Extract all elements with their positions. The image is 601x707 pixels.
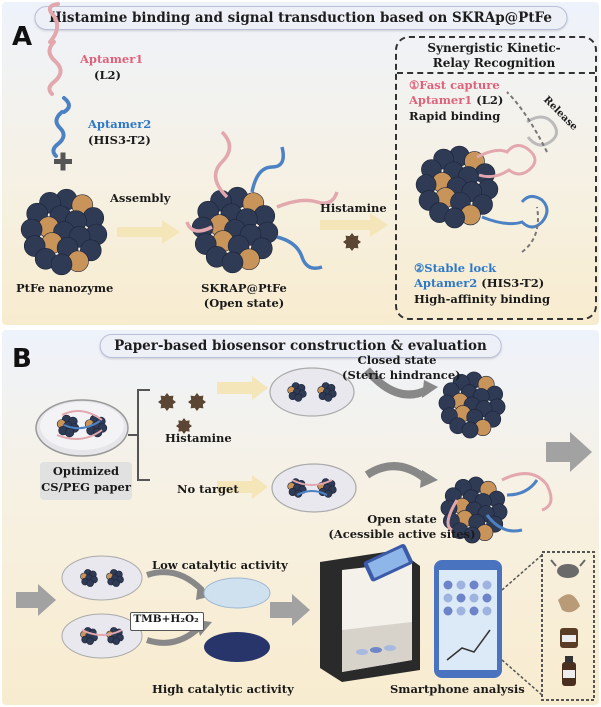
box-title-1: Synergistic Kinetic- [427,41,561,55]
paper-label-2: CS/PEG paper [41,480,131,494]
box-title-2: Relay Recognition [432,56,556,70]
skrap-strand-1 [213,130,232,199]
panel-b-title: Paper-based biosensor construction & eva… [99,334,502,358]
stable-aptamer-name: Aptamer2 [414,276,478,290]
paper-label-1: Optimized [52,464,120,478]
aptamer1-name: Aptamer1 [80,52,144,66]
accessible-label: (Acessible active sites) [328,527,476,541]
plus-icon [54,152,72,171]
panel-b-graphics [16,367,595,701]
no-target-track-arrow [217,475,268,499]
shrimp-icon [558,594,580,613]
branch-bracket [128,389,150,481]
closed-curve-arrow [363,367,429,399]
smartphone-icon [434,560,502,678]
histamine-icon [343,233,361,251]
high-activity-disk [204,632,270,662]
release-arrow [506,91,548,153]
fast-aptamer-code: (L2) [476,93,504,107]
fast-capture-label: ①Fast capture [409,78,500,92]
aptamer2-code: (HIS3-T2) [88,133,151,147]
sample-box [541,551,595,701]
recognition-divider [397,72,595,74]
closed-paper-disk [269,367,355,417]
panel-a-graphics [20,2,558,276]
skrap-strand-4 [276,235,323,270]
panel-b-letter: B [12,344,32,374]
aptamer2-hairpin [481,195,549,229]
open-paper-disk [271,463,357,513]
recognition-box [395,36,597,320]
phone-on-box-icon [363,544,413,582]
assembly-arrow [117,220,180,244]
panel-a: A Histamine binding and signal transduct… [2,2,599,325]
tmb-label: TMB+H₂O₂ [133,613,199,625]
panel-b: B Paper-based biosensor construction & e… [2,330,599,705]
skrap-label: SKRAP@PtFe [201,281,287,295]
high-affinity-label: High-affinity binding [414,292,550,306]
release-hairpin [526,115,558,147]
paper-label-box [40,462,132,500]
rapid-binding-label: Rapid binding [409,109,501,123]
skrap-strand-2 [250,146,285,193]
assembly-label: Assembly [110,191,171,205]
stable-arrow [521,206,539,253]
open-curve-arrow [364,462,430,484]
high-activity-label: High catalytic activity [152,682,294,696]
low-activity-label: Low catalytic activity [152,558,288,572]
to-box-arrow [270,594,310,626]
low-activity-disk [203,577,271,609]
histamine-track-arrow [217,376,268,400]
aptamer1-strand [47,2,63,96]
stable-lock-label: ②Stable lock [414,261,497,275]
crab-icon [550,559,586,578]
input-arrow [16,584,56,616]
histamine-label: Histamine [320,201,387,215]
open-state-label: Open state [367,512,437,526]
smartphone-analysis-label: Smartphone analysis [390,682,525,696]
bound-nanozyme-icon [415,145,499,229]
aptamer2-name: Aptamer2 [88,117,152,131]
closed-state-label: Closed state [357,353,437,367]
stable-aptamer-code: (HIS3-T2) [481,276,545,290]
ptfe-label: PtFe nanozyme [16,281,114,295]
shrimp-paste-jar-icon [560,628,578,648]
no-target-label: No target [177,482,239,496]
skrap-state: (Open state) [203,296,285,310]
aptamer1-code: (L2) [94,68,121,82]
histamine-arrow [320,213,388,237]
next-step-arrow [546,432,592,472]
aptamer2-strand [51,96,71,158]
skrap-nanozyme-icon [191,186,279,274]
fast-aptamer-name: Aptamer1 [409,93,473,107]
aptamer1-hairpin [476,144,537,179]
panel-a-letter: A [12,22,33,52]
steric-label: (Steric hindrance) [342,368,461,382]
skrap-strand-5 [185,221,213,233]
fish-sauce-bottle-icon [562,656,576,686]
tmb-box [130,612,204,631]
ptfe-nanozyme-icon [20,188,108,276]
skrap-strand-3 [276,191,339,209]
histamine-b-label: Histamine [165,431,232,445]
panel-a-title: Histamine binding and signal transductio… [34,6,567,30]
